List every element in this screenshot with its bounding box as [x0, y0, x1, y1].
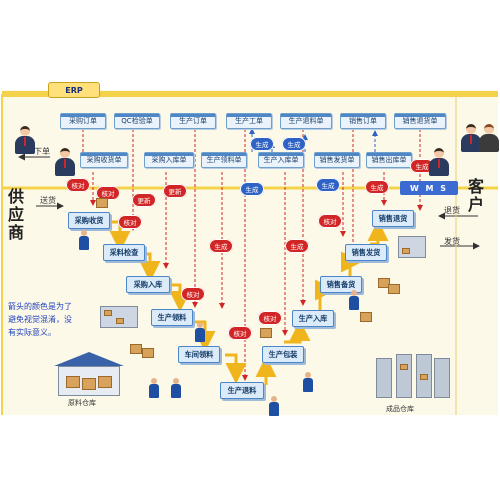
proc-production-picking: 生产领料 — [151, 309, 193, 326]
proc-production-return: 生产退料 — [220, 382, 264, 399]
color-note: 箭头的颜色是为了 避免视觉混淆，没 有实际意义。 — [8, 300, 72, 339]
tag-generate-4: 生成 — [410, 159, 434, 173]
worker-icon-2 — [170, 378, 182, 398]
tag-verify-7: 核对 — [318, 214, 342, 228]
doc-sales-delivery: 销售发货单 — [314, 152, 360, 168]
proc-production-inbound: 生产入库 — [292, 310, 334, 327]
proc-material-check: 采料检查 — [103, 244, 145, 261]
supplier-label: 供应商 — [8, 187, 25, 242]
doc-production-work-order: 生产工单 — [226, 113, 272, 129]
doc-production-inbound: 生产入库单 — [258, 152, 304, 168]
tag-verify-6: 核对 — [258, 311, 282, 325]
worker-icon-4 — [268, 396, 280, 416]
proc-production-packing: 生产包装 — [262, 346, 304, 363]
flow-order-out: 下单 — [34, 147, 50, 156]
tag-generate-blue-2: 生成 — [282, 137, 306, 151]
shelf-icon-1 — [100, 306, 138, 328]
pallet-icon-3 — [356, 306, 384, 328]
pallet-icon-2 — [376, 274, 402, 296]
finished-warehouse-icon — [376, 352, 450, 402]
worker-icon-5 — [302, 372, 314, 392]
buyer-small-icon — [54, 148, 76, 176]
doc-purchase-receipt: 采购收货单 — [80, 152, 128, 168]
tag-update-1: 更新 — [132, 193, 156, 207]
doc-qc-inspection: QC检验单 — [114, 113, 160, 129]
wms-label: W M S — [400, 181, 458, 195]
doc-production-picking: 生产领料单 — [201, 152, 247, 168]
pallet-icon-4 — [258, 326, 276, 342]
customer-label: 客户 — [468, 177, 485, 214]
buyer-icon — [14, 126, 36, 154]
sales-person-icon — [428, 148, 450, 176]
worker-icon-7 — [78, 230, 90, 250]
doc-sales-return: 销售退货单 — [394, 113, 446, 129]
customer-man-icon — [460, 124, 482, 152]
flow-customer-ship: 发货 — [444, 237, 460, 246]
worker-icon-3 — [194, 322, 206, 342]
tag-generate-blue-3: 生成 — [316, 178, 340, 192]
worker-icon-6 — [348, 290, 360, 310]
doc-purchase-inbound: 采购入库单 — [144, 152, 194, 168]
proc-sales-return: 销售退货 — [372, 210, 414, 227]
flow-deliver: 送货 — [40, 196, 56, 205]
tag-generate-blue-1: 生成 — [250, 137, 274, 151]
raw-warehouse-label: 原料仓库 — [68, 399, 96, 407]
erp-label: ERP — [48, 82, 100, 98]
raw-warehouse-icon — [54, 352, 124, 396]
doc-production-order: 生产订单 — [170, 113, 216, 129]
shelf-icon-2 — [398, 236, 426, 258]
proc-purchase-receive: 采购收货 — [68, 212, 110, 229]
customer-woman-icon — [478, 124, 500, 152]
doc-sales-outbound: 销售出库单 — [366, 152, 412, 168]
tag-update-2: 更新 — [163, 184, 187, 198]
proc-workshop-picking: 车间领料 — [178, 346, 220, 363]
tag-generate-3: 生成 — [365, 180, 389, 194]
tag-generate-2: 生成 — [285, 239, 309, 253]
flow-customer-return: 退货 — [444, 206, 460, 215]
tag-verify-3: 核对 — [118, 215, 142, 229]
proc-sales-stocking: 销售备货 — [320, 276, 362, 293]
tag-verify-1: 核对 — [66, 178, 90, 192]
proc-purchase-inbound: 采购入库 — [126, 276, 170, 293]
tag-verify-2: 核对 — [96, 186, 120, 200]
note-line-1: 箭头的颜色是为了 — [8, 302, 72, 311]
tag-verify-5: 核对 — [228, 326, 252, 340]
doc-purchase-order: 采购订单 — [60, 113, 106, 129]
tag-generate-1: 生成 — [209, 239, 233, 253]
doc-sales-order: 销售订单 — [340, 113, 386, 129]
proc-sales-delivery: 销售发货 — [345, 244, 387, 261]
note-line-2: 避免视觉混淆，没 — [8, 315, 72, 324]
pallet-icon-1 — [126, 340, 156, 362]
tag-generate-blue-4: 生成 — [240, 182, 264, 196]
doc-production-return: 生产退料单 — [280, 113, 332, 129]
worker-icon-1 — [148, 378, 160, 398]
finished-warehouse-label: 成品仓库 — [386, 405, 414, 413]
tag-verify-4: 核对 — [181, 287, 205, 301]
note-line-3: 有实际意义。 — [8, 328, 56, 337]
pallet-icon-5 — [96, 196, 114, 210]
